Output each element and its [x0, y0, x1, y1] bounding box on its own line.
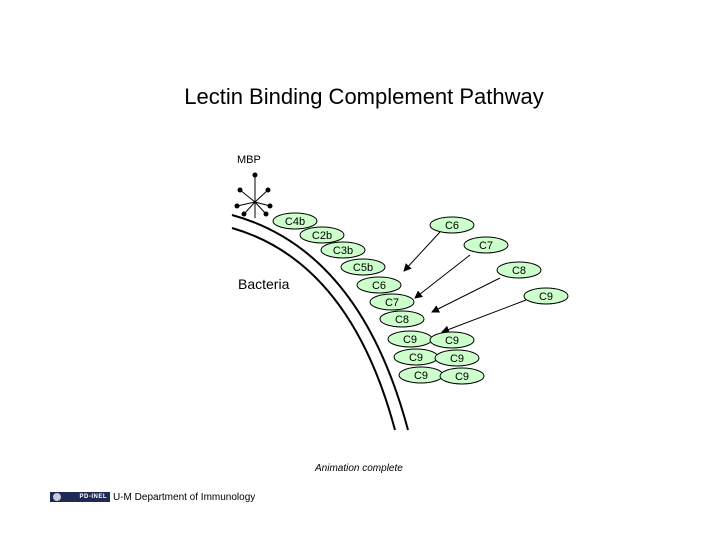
membrane-c9: C9 [434, 349, 480, 367]
svg-text:C6: C6 [372, 280, 386, 292]
membrane-c8: C8 [379, 310, 425, 328]
logo-circle-icon [53, 493, 61, 501]
svg-text:C5b: C5b [353, 262, 373, 274]
arrow-c8 [431, 277, 501, 313]
svg-text:C7: C7 [385, 297, 399, 309]
mbp-label: MBP [237, 154, 261, 166]
arrow-c9 [441, 299, 527, 334]
membrane-c6: C6 [356, 276, 402, 294]
membrane-outer-line [231, 214, 409, 431]
membrane-c9: C9 [398, 366, 444, 384]
svg-text:C9: C9 [539, 291, 553, 303]
membrane-c3b: C3b [320, 241, 366, 259]
svg-text:C6: C6 [445, 220, 459, 232]
bacteria-label: Bacteria [238, 276, 290, 292]
mbp-molecule [234, 172, 273, 218]
membrane-c9: C9 [393, 348, 439, 366]
svg-text:C9: C9 [445, 335, 459, 347]
incoming-c9: C9 [523, 287, 569, 305]
membrane-c7: C7 [369, 293, 415, 311]
svg-text:C8: C8 [512, 265, 526, 277]
svg-text:C9: C9 [450, 353, 464, 365]
svg-text:C9: C9 [455, 371, 469, 383]
membrane-c9: C9 [387, 330, 433, 348]
membrane-c9: C9 [429, 331, 475, 349]
membrane-c9: C9 [439, 367, 485, 385]
membrane-c4b: C4b [272, 212, 318, 230]
logo-text: PD-INEL [79, 494, 107, 500]
department-label: U-M Department of Immunology [113, 491, 256, 503]
svg-text:C4b: C4b [285, 216, 305, 228]
footer: PD-INEL U-M Department of Immunology [50, 490, 255, 504]
svg-text:C9: C9 [414, 370, 428, 382]
svg-text:C7: C7 [479, 240, 493, 252]
svg-text:C2b: C2b [312, 230, 332, 242]
svg-text:C3b: C3b [333, 245, 353, 257]
svg-text:C9: C9 [409, 352, 423, 364]
pd-inel-logo: PD-INEL [50, 492, 110, 502]
svg-text:C8: C8 [395, 314, 409, 326]
incoming-c6: C6 [429, 216, 475, 234]
slide-title: Lectin Binding Complement Pathway [184, 84, 544, 109]
membrane-inner-line [231, 227, 396, 431]
membrane-c5b: C5b [340, 258, 386, 276]
svg-text:C9: C9 [403, 334, 417, 346]
membrane-c2b: C2b [299, 226, 345, 244]
arrow-c6 [403, 231, 441, 272]
arrow-c7 [414, 254, 471, 299]
incoming-c8: C8 [496, 261, 542, 279]
incoming-c7: C7 [463, 236, 509, 254]
animation-status: Animation complete [315, 463, 403, 474]
